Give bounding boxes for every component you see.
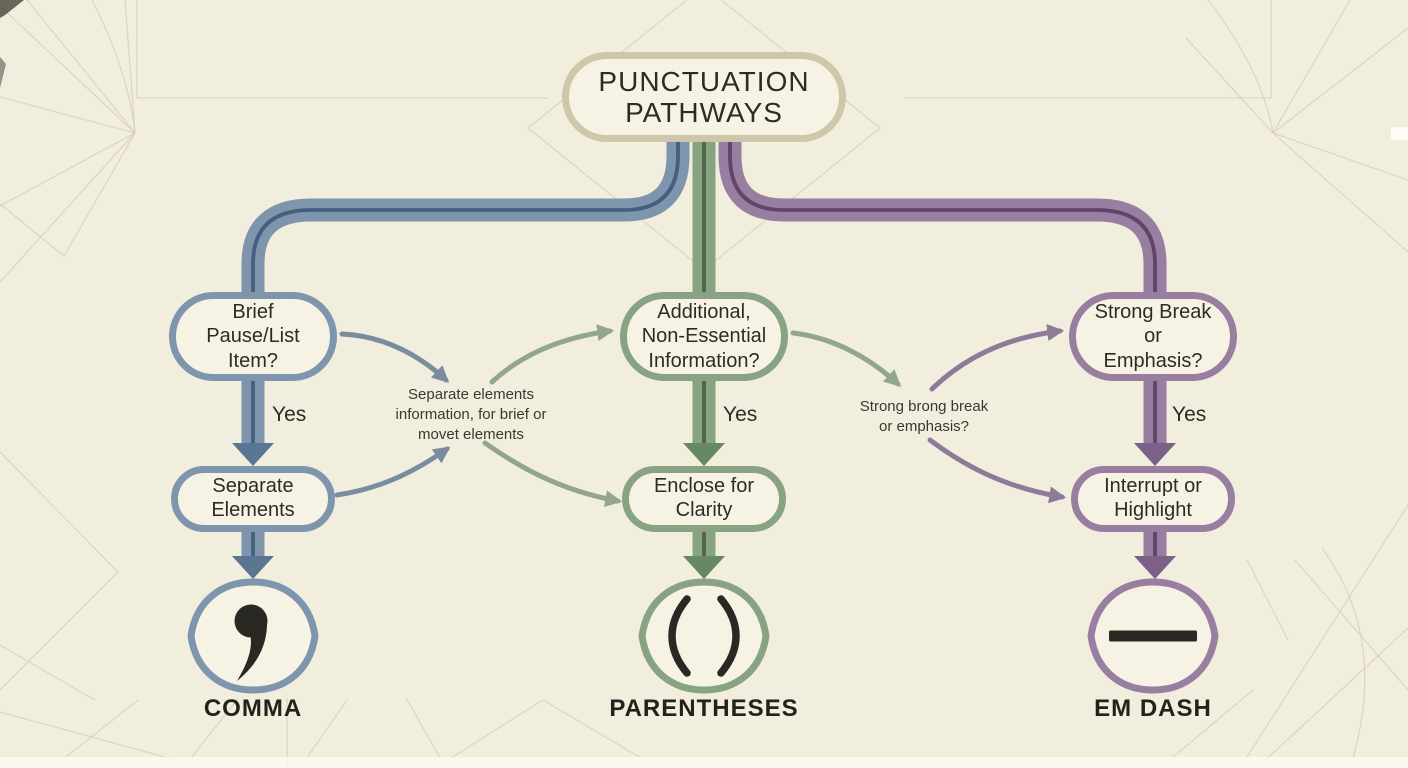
arrowhead [232, 556, 274, 579]
arrowhead [1134, 443, 1176, 466]
arrow-note-to-strong-break [929, 324, 1065, 392]
em-dash-medallion [1087, 578, 1219, 694]
result-icons [187, 578, 1219, 694]
question-node-parentheses: Additional, Non-Essential Information? [620, 292, 788, 381]
question-node-em-dash: Strong Break or Emphasis? [1069, 292, 1237, 381]
parentheses-medallion [638, 578, 770, 694]
parentheses-icon [668, 595, 740, 677]
yes-label-parentheses: Yes [723, 403, 758, 426]
parentheses-branch-pipe [683, 118, 725, 579]
question-node-comma: Brief Pause/List Item? [169, 292, 337, 381]
annotation-left: Separate elements information, for brief… [395, 386, 547, 443]
arrow-separate-to-note [334, 446, 451, 498]
result-label-em-dash: EM DASH [1094, 695, 1212, 722]
arrowhead [683, 556, 725, 579]
arrow-brief-to-note [339, 331, 450, 383]
action-node-em-dash: Interrupt or Highlight [1071, 466, 1235, 532]
relation-arrows [334, 324, 1067, 508]
question-text: Additional, Non-Essential Information? [641, 300, 767, 372]
arrow-note-to-interrupt [927, 437, 1067, 504]
arrow-additional-to-note [790, 330, 902, 387]
em-dash-branch-pipe [718, 118, 1176, 579]
result-label-comma: COMMA [203, 695, 303, 722]
result-label-parentheses: PARENTHESES [609, 695, 799, 722]
annotation-right: Strong brong break or emphasis? [859, 398, 989, 435]
yes-label-em-dash: Yes [1172, 403, 1207, 426]
em-dash-icon [1109, 630, 1197, 642]
branch-pipes [232, 118, 1176, 579]
arrowhead [232, 443, 274, 466]
arrowhead [683, 443, 725, 466]
arrow-note-to-additional [489, 324, 615, 385]
page-title: PUNCTUATION PATHWAYS [598, 65, 810, 128]
yes-label-comma: Yes [272, 403, 307, 426]
title-node: PUNCTUATION PATHWAYS [562, 52, 846, 142]
action-node-parentheses: Enclose for Clarity [622, 466, 786, 532]
action-node-comma: Separate Elements [171, 466, 335, 532]
question-text: Brief Pause/List Item? [206, 300, 300, 372]
arrow-note-to-enclose [482, 440, 623, 508]
action-text: Enclose for Clarity [653, 475, 755, 521]
action-text: Interrupt or Highlight [1104, 475, 1202, 521]
arrowhead [1134, 556, 1176, 579]
comma-medallion [187, 578, 319, 694]
comma-icon [234, 604, 268, 681]
question-text: Strong Break or Emphasis? [1094, 300, 1212, 372]
comma-branch-pipe [232, 118, 690, 579]
action-text: Separate Elements [211, 475, 295, 521]
